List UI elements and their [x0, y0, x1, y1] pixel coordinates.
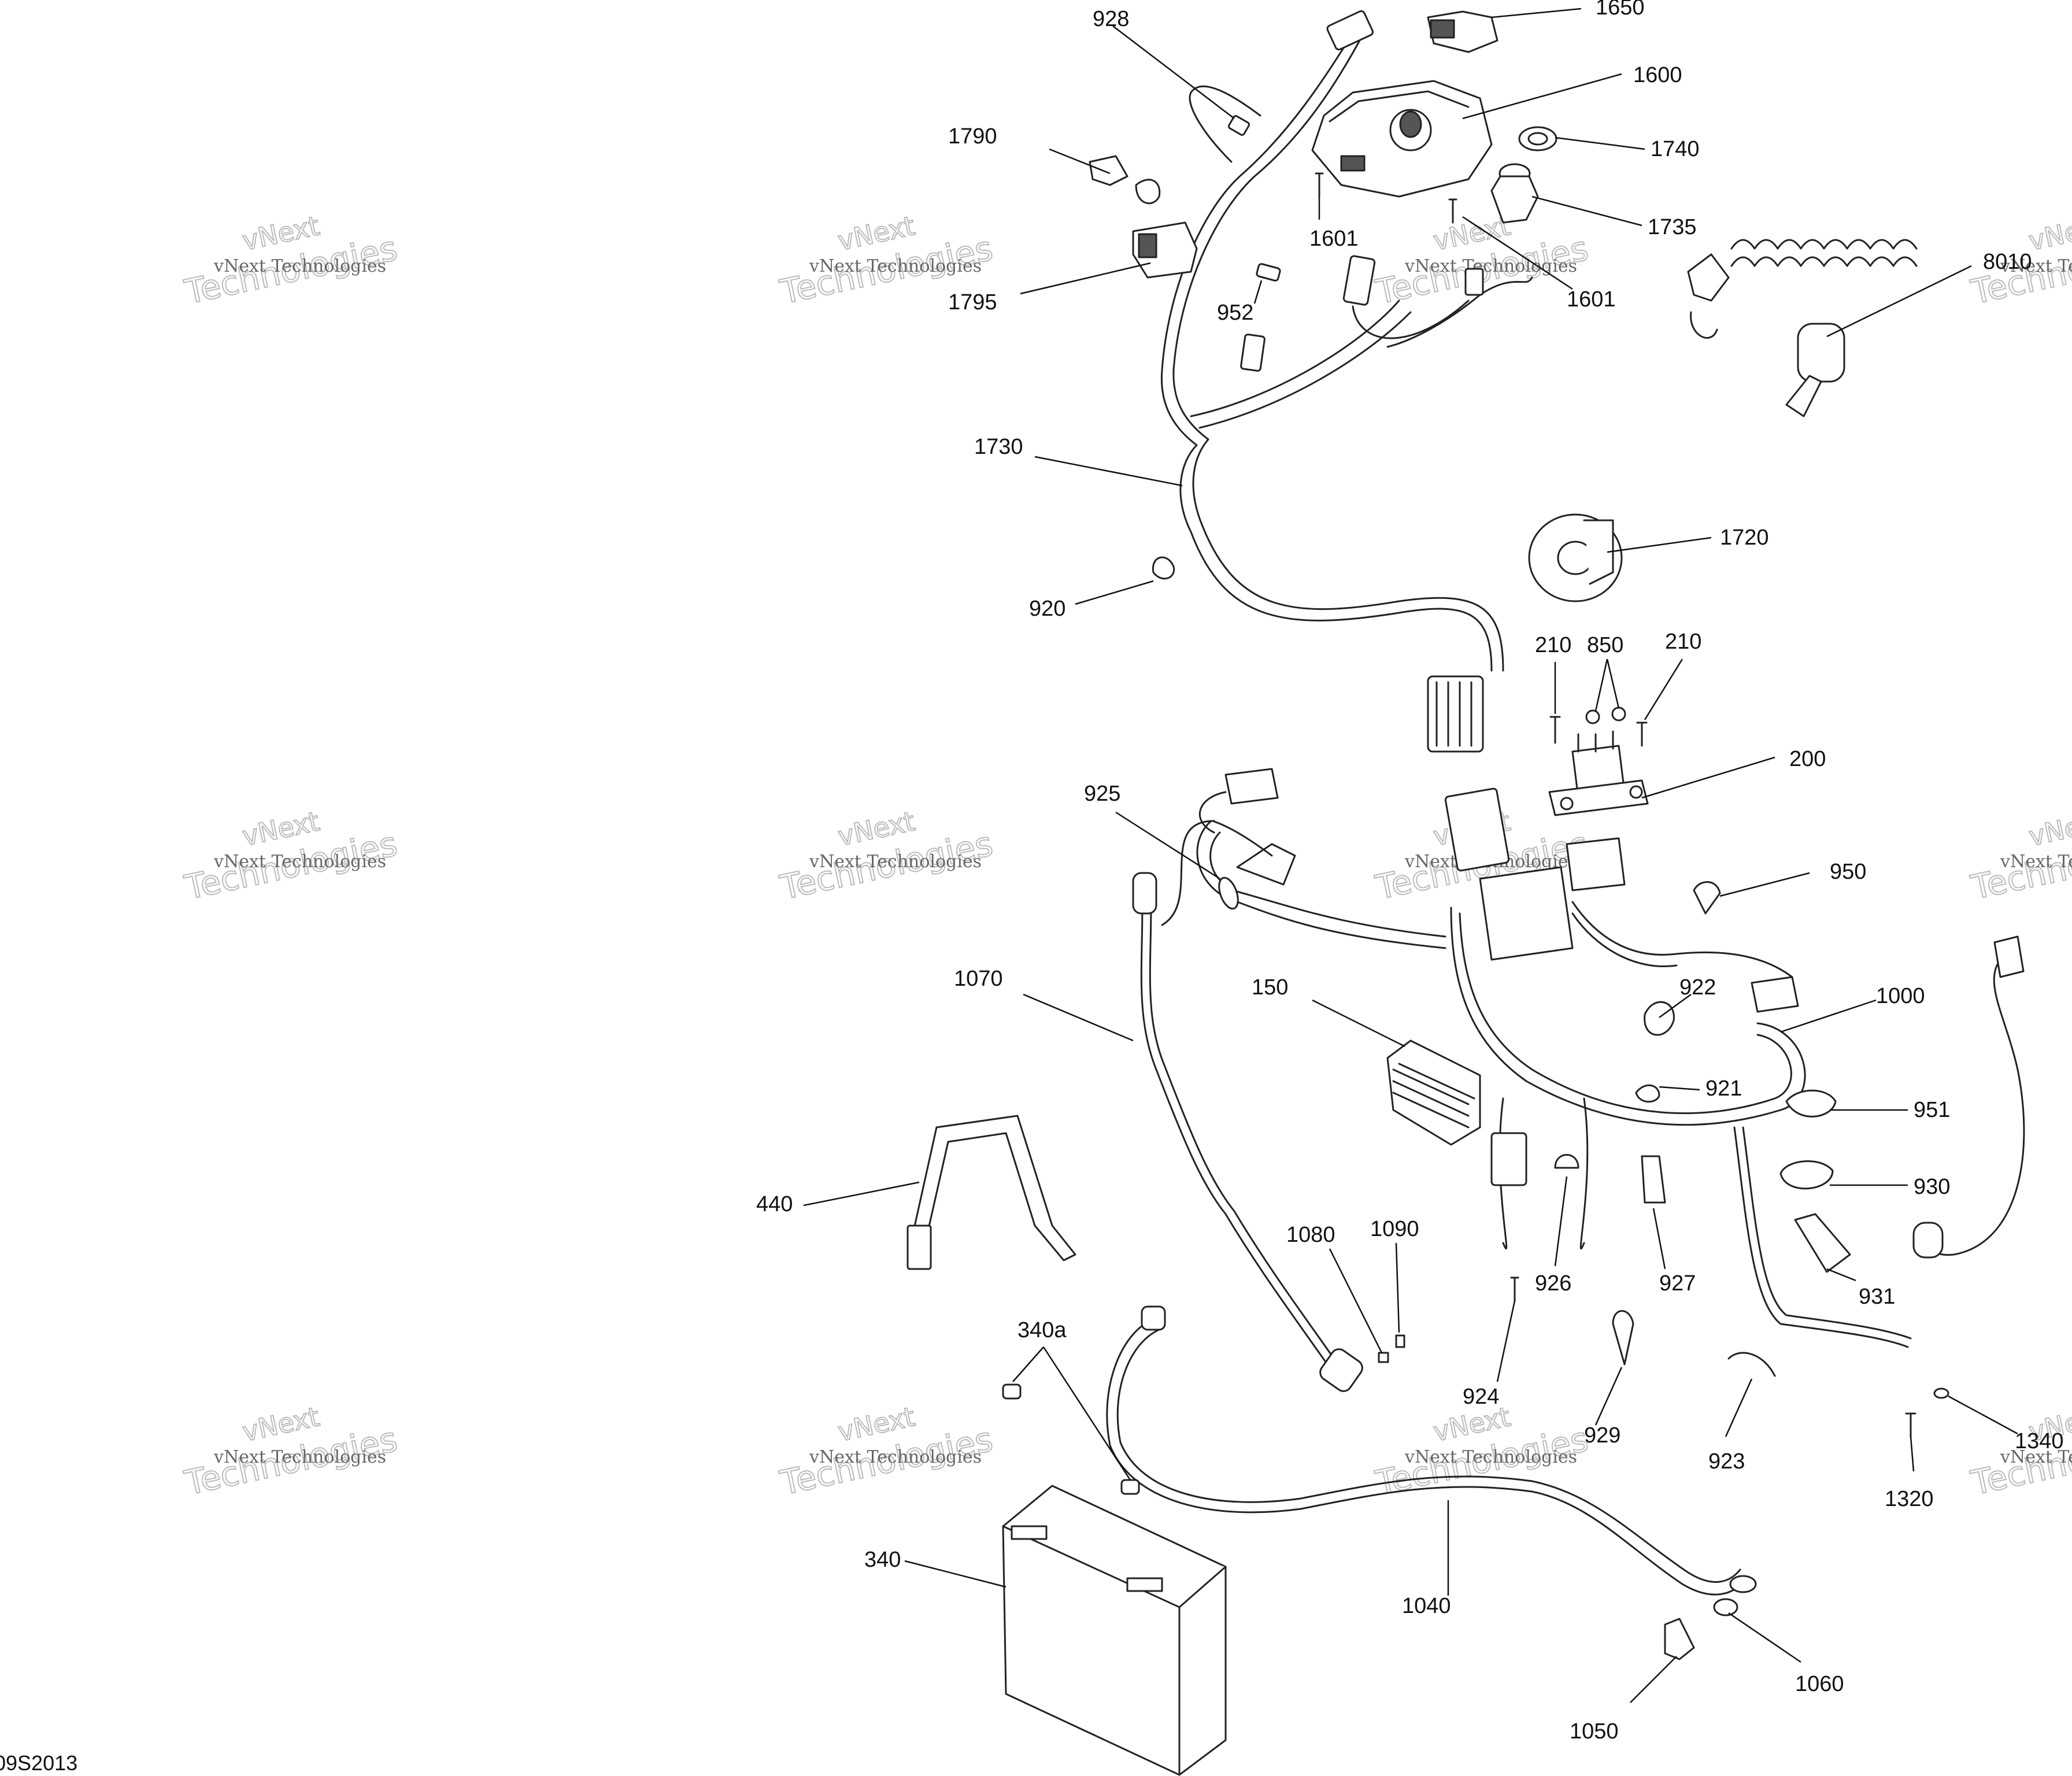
- callout-1650: 1650: [1596, 0, 1645, 20]
- callout-1601-right: 1601: [1567, 287, 1616, 312]
- callout-926: 926: [1535, 1271, 1571, 1296]
- watermark-text: vNext Technologies: [213, 1447, 386, 1467]
- callout-930: 930: [1914, 1175, 1950, 1199]
- ignition-switch-1600: [1311, 80, 1493, 198]
- watermark-text: vNext Technologies: [809, 256, 982, 276]
- callout-1040: 1040: [1402, 1594, 1451, 1618]
- connectors-upper: [1240, 255, 1484, 372]
- callout-927: 927: [1659, 1271, 1696, 1296]
- watermark-text: vNext Technologies: [2000, 256, 2072, 276]
- callout-1735: 1735: [1648, 215, 1697, 239]
- screws-1601: [1315, 172, 1457, 224]
- callout-925: 925: [1084, 782, 1120, 806]
- callout-850: 850: [1587, 633, 1623, 657]
- relay-200: [1548, 730, 1649, 816]
- callout-1340: 1340: [2015, 1429, 2064, 1453]
- cable-right: [1912, 935, 2025, 1259]
- watermark-text: vNext Technologies: [1404, 1447, 1577, 1467]
- callout-440: 440: [756, 1192, 793, 1216]
- sensor-1795: [1132, 221, 1198, 279]
- callout-1080: 1080: [1286, 1223, 1335, 1247]
- callout-951: 951: [1914, 1098, 1950, 1122]
- callout-150: 150: [1252, 975, 1288, 1000]
- main-harness-1000: [1161, 787, 1912, 1348]
- watermark-text: vNext Technologies: [809, 1447, 982, 1467]
- watermark-text: vNext Technologies: [213, 852, 386, 872]
- callout-1740: 1740: [1651, 137, 1700, 161]
- upper-harness-1730: [1160, 10, 1533, 753]
- cable-1070: [1132, 872, 1363, 1392]
- watermark-text: vNext Technologies: [2000, 1447, 2072, 1467]
- watermark-outline-text: vNext: [2026, 210, 2072, 257]
- watermark-text: vNext Technologies: [213, 256, 386, 276]
- watermark-text: vNext Technologies: [809, 852, 982, 872]
- screws-1320-1340: [1905, 1388, 1949, 1438]
- callout-1795: 1795: [948, 290, 997, 314]
- screws-210: [1549, 716, 1648, 747]
- callout-340a: 340a: [1018, 1318, 1067, 1342]
- knob-1735: [1490, 163, 1539, 224]
- drawing-code: 09S2013: [0, 1751, 77, 1775]
- strap-440: [906, 1115, 1076, 1270]
- watermark-text: vNext Technologies: [1404, 256, 1577, 276]
- nut-1740: [1518, 126, 1557, 151]
- callout-1000: 1000: [1876, 984, 1925, 1008]
- callout-1090: 1090: [1370, 1217, 1419, 1241]
- battery-340: [1002, 1485, 1227, 1776]
- callout-952: 952: [1217, 301, 1253, 325]
- callout-1320: 1320: [1885, 1487, 1934, 1511]
- clip-920: [1152, 556, 1175, 580]
- callout-920: 920: [1029, 597, 1065, 621]
- callout-200: 200: [1789, 747, 1826, 771]
- callout-1720: 1720: [1720, 526, 1769, 550]
- cable-1040: [1106, 1305, 1757, 1596]
- callout-1790: 1790: [948, 124, 997, 149]
- callout-928: 928: [1093, 7, 1129, 31]
- connector-925: [1198, 768, 1279, 834]
- gasket-1720: [1528, 513, 1623, 602]
- clip-925b: [1218, 876, 1239, 910]
- watermark-text: vNext Technologies: [2000, 852, 2072, 872]
- leader-lines: [803, 8, 2018, 1703]
- connector-1790: [1089, 155, 1161, 205]
- connector-952: [1256, 263, 1281, 282]
- callout-922: 922: [1679, 975, 1716, 1000]
- callout-labels: 928 1650 1600 1790 1740 1601 1735 1795 9…: [756, 0, 2064, 1744]
- regulator-150: [1386, 1039, 1481, 1146]
- callout-923: 923: [1708, 1449, 1745, 1474]
- callout-929: 929: [1584, 1423, 1620, 1448]
- callout-8010: 8010: [1983, 250, 2032, 274]
- callout-1070: 1070: [954, 967, 1003, 991]
- callout-1601-left: 1601: [1309, 227, 1359, 251]
- callout-210-left: 210: [1535, 633, 1571, 657]
- fasteners-1080-1090: [1378, 1276, 1519, 1363]
- callout-1050: 1050: [1570, 1719, 1619, 1744]
- callout-950: 950: [1830, 860, 1866, 884]
- callout-1730: 1730: [974, 435, 1023, 459]
- callout-340: 340: [864, 1548, 901, 1572]
- callout-1060: 1060: [1795, 1672, 1844, 1696]
- callout-1600: 1600: [1633, 63, 1682, 87]
- callout-921: 921: [1705, 1076, 1742, 1101]
- bolt-1050-washer-1060: [1664, 1598, 1738, 1660]
- nuts-850: [1585, 706, 1626, 724]
- watermark-outline-text: vNext: [2026, 805, 2072, 852]
- connector-1650: [1427, 10, 1498, 53]
- callout-210-right: 210: [1665, 630, 1701, 654]
- clips-harness: [1554, 881, 1851, 1377]
- callout-931: 931: [1859, 1285, 1895, 1309]
- clip-928: [1227, 115, 1250, 136]
- callout-924: 924: [1463, 1385, 1499, 1409]
- tether-cord-8010: [1687, 239, 1918, 417]
